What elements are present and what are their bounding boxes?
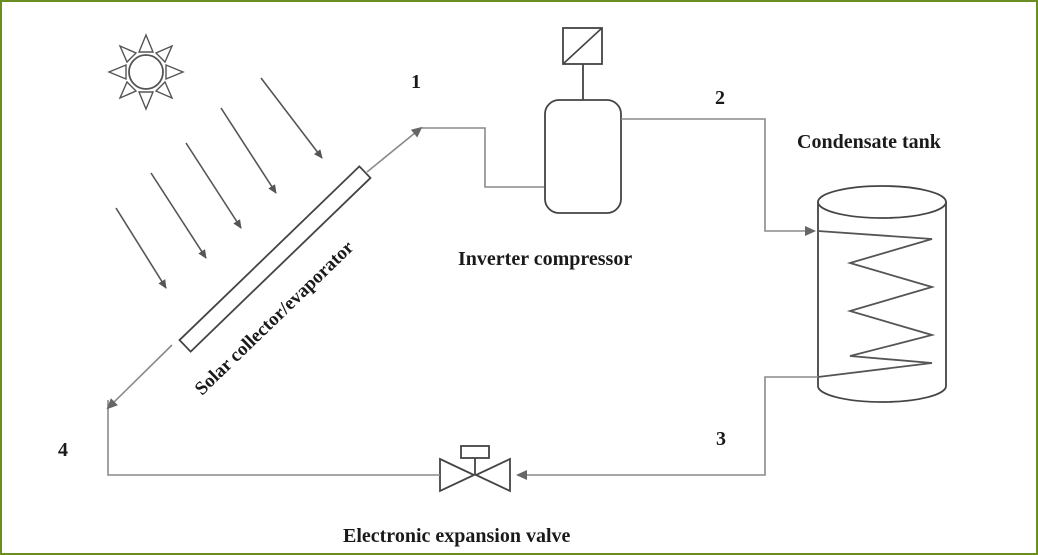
inverter-compressor [544, 99, 622, 214]
expansion-valve-icon [439, 445, 511, 493]
tank-coil [817, 230, 936, 378]
tank-label: Condensate tank [797, 131, 942, 153]
valve-label: Electronic expansion valve [343, 525, 571, 547]
pipe-collector-outlet [366, 126, 423, 173]
pipe-suction [421, 127, 545, 188]
state-label-4: 4 [58, 439, 68, 461]
solar-collector [178, 165, 372, 353]
compressor-label: Inverter compressor [458, 248, 632, 270]
sun-icon [107, 33, 185, 111]
pipe-liquid-line [516, 376, 818, 480]
state-label-3: 3 [716, 428, 726, 450]
solar-rays [115, 77, 323, 289]
pipe-evaporator-inlet [107, 400, 440, 476]
state-label-1: 1 [411, 71, 421, 93]
pipe-discharge [621, 118, 816, 236]
pipe-collector-inlet [106, 344, 173, 410]
state-label-2: 2 [715, 87, 725, 109]
inverter-controller-icon [562, 27, 603, 65]
